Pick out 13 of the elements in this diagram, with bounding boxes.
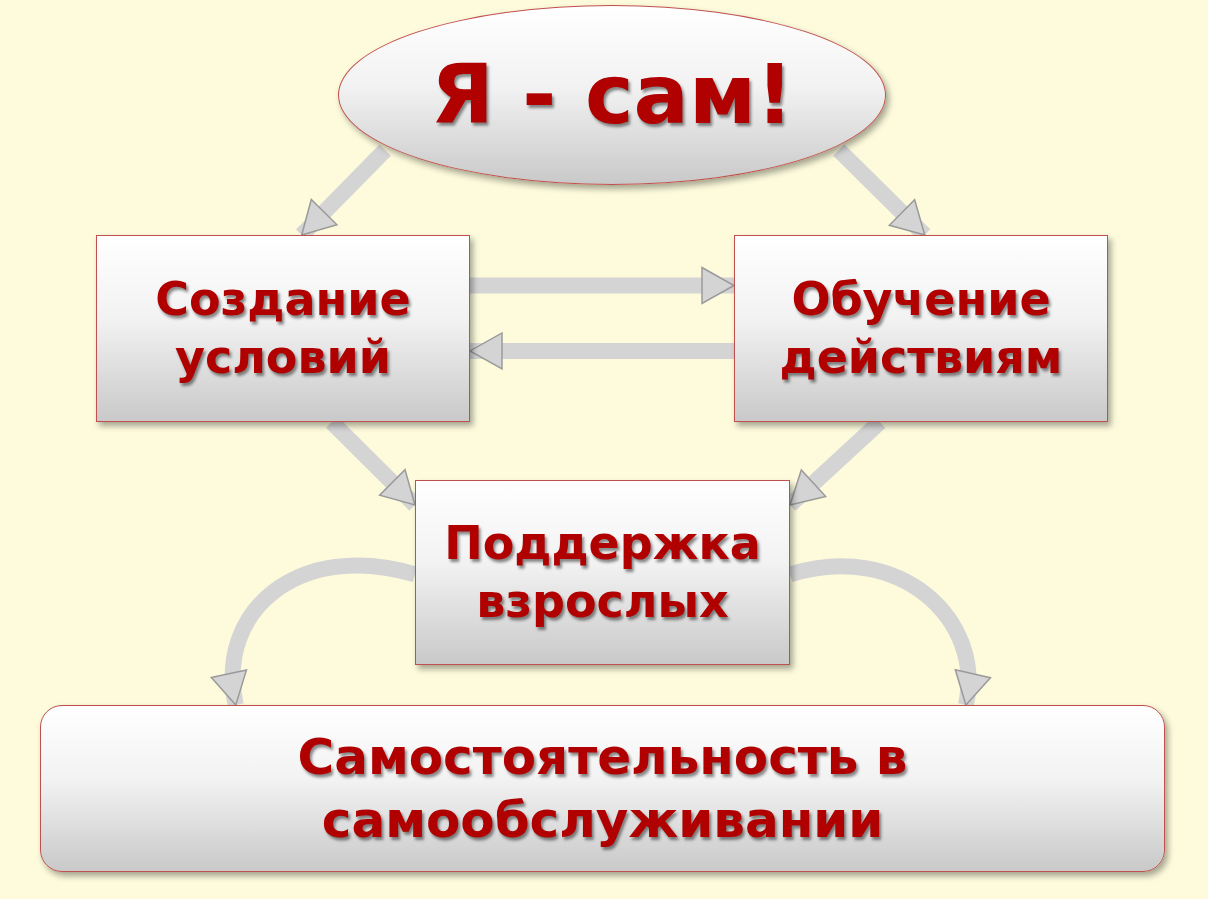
block-arrow: [469, 332, 734, 370]
node-label: Обучение действиям: [778, 271, 1064, 386]
block-arrow: [470, 266, 735, 305]
process-box: [415, 480, 790, 665]
block-arrow: [788, 558, 989, 706]
node-label: Я - сам!: [430, 45, 794, 144]
process-box: [40, 705, 1165, 872]
node-label: Создание условий: [154, 271, 412, 386]
node-label: Самостоятельность в самообслуживании: [296, 727, 909, 851]
block-arrow: [213, 557, 417, 707]
process-box: [734, 235, 1108, 422]
node-label: Поддержка взрослых: [443, 515, 762, 630]
process-box: [96, 235, 470, 422]
